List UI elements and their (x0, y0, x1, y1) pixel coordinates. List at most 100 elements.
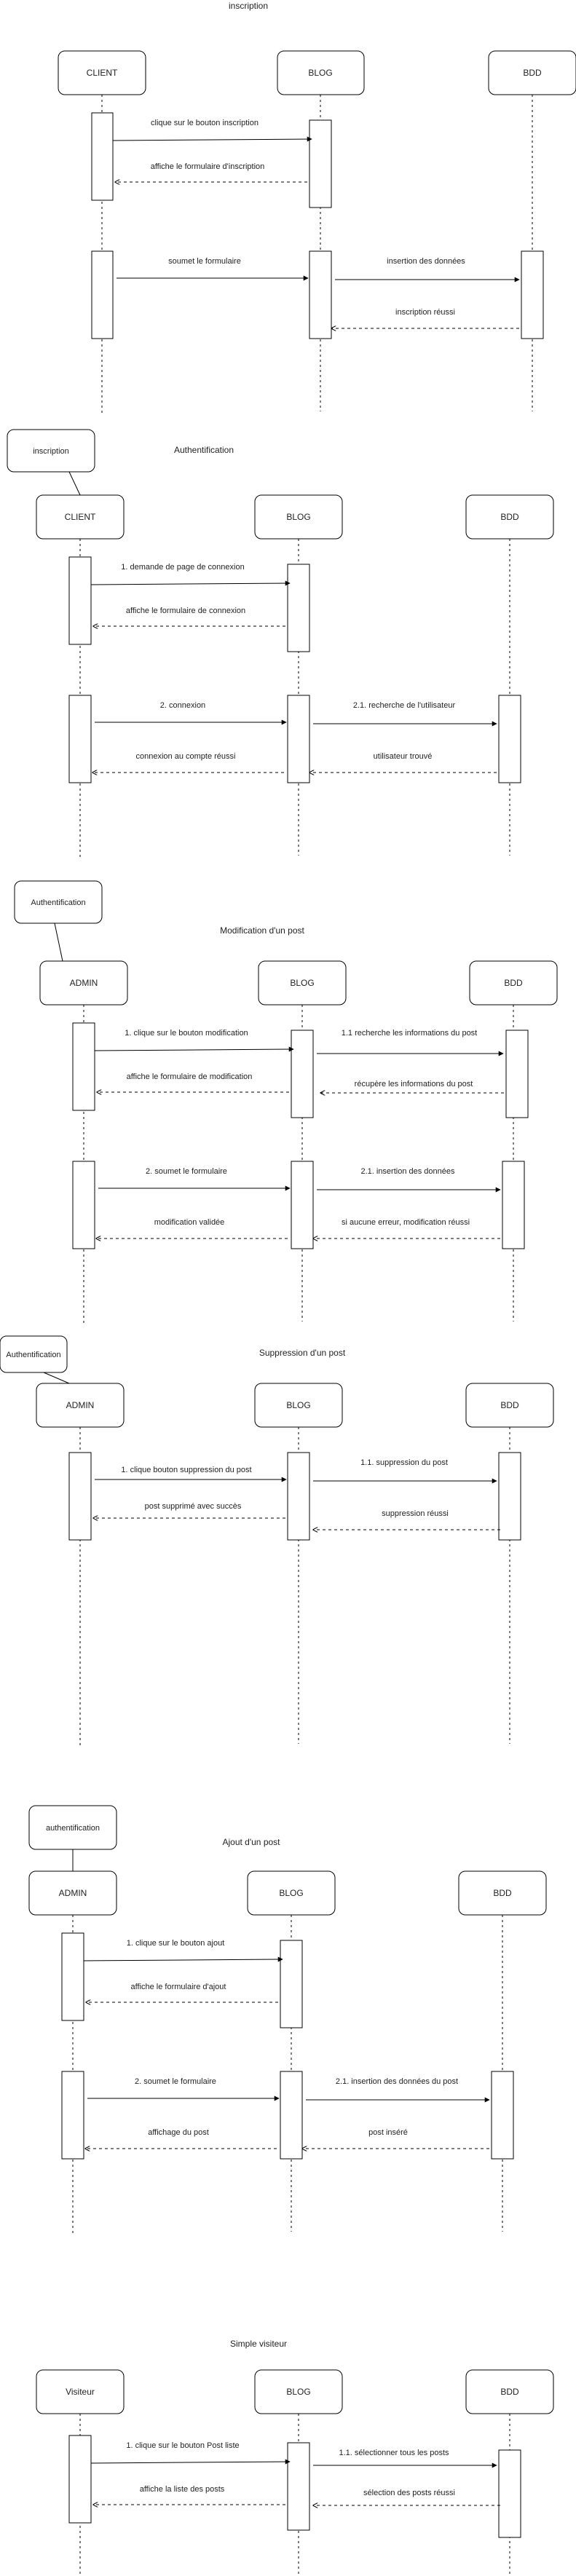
lifeline-client: CLIENT (58, 50, 146, 415)
message-label: modification validée (154, 1218, 225, 1227)
message-label: récupère les informations du post (355, 1080, 473, 1089)
activation-bar (291, 1161, 314, 1249)
message-label: 1. clique sur le bouton ajout (127, 1939, 225, 1948)
message-label: affiche la liste des posts (140, 2485, 225, 2494)
message-label: post supprimé avec succès (145, 1502, 242, 1511)
participant-label: BLOG (279, 1888, 303, 1898)
message-call: 1. clique bouton suppression du post (95, 1466, 287, 1482)
note-label: Authentification (6, 1351, 60, 1359)
activation-bar (521, 250, 544, 339)
message-label: clique sur le bouton inscription (151, 119, 259, 127)
activation-bar (505, 1030, 529, 1118)
diagram-title: Simple visiteur (230, 2339, 287, 2349)
message-return: connexion au compte réussi (92, 752, 284, 773)
message-label: 1. clique sur le bouton modification (125, 1029, 248, 1038)
lifeline-blog: BLOG (254, 2369, 343, 2576)
participant-label: BLOG (286, 2387, 310, 2397)
activation-bar (287, 2442, 310, 2531)
message-label: affiche le formulaire de connexion (126, 607, 245, 615)
lifeline-admin: ADMIN (36, 1383, 125, 1747)
activation-bar (68, 556, 92, 645)
message-label: 2.1. recherche de l'utilisateur (353, 701, 456, 710)
message-label: affichage du post (148, 2128, 209, 2137)
activation-bar (291, 1030, 314, 1118)
reference-note: authentification (28, 1805, 117, 1871)
participant-label: BLOG (286, 512, 310, 522)
lifeline-client: CLIENT (36, 494, 125, 859)
message-call: 2. soumet le formulaire (98, 1167, 291, 1191)
message-label: 2. connexion (160, 701, 205, 710)
note-label: authentification (46, 1824, 100, 1833)
activation-bar (287, 1452, 310, 1541)
participant-label: BLOG (290, 978, 314, 988)
lifeline-blog: BLOG (258, 960, 347, 1321)
diagram-authentification: inscription Authentification CLIENT BLOG… (7, 429, 554, 859)
message-call: 1. clique sur le bouton Post liste (90, 2441, 291, 2465)
lifeline-blog: BLOG (277, 50, 365, 411)
message-return: affiche la liste des posts (93, 2485, 285, 2505)
message-arrow (90, 2459, 291, 2465)
activation-bar (68, 1452, 92, 1541)
activation-bar (91, 250, 114, 339)
diagram-title: Ajout d'un post (222, 1837, 280, 1847)
message-return: affiche le formulaire d'ajout (86, 1983, 278, 2002)
message-label: affiche le formulaire de modification (127, 1072, 253, 1081)
message-label: connexion au compte réussi (136, 752, 236, 761)
note-box (0, 1335, 68, 1373)
message-return: sélection des posts réussi (313, 2489, 500, 2505)
lifeline-blog: BLOG (254, 1383, 343, 1744)
lifeline-visiteur: Visiteur (36, 2369, 125, 2576)
message-label: sélection des posts réussi (363, 2489, 455, 2497)
message-arrow (94, 1046, 294, 1052)
message-call: 2.1. recherche de l'utilisateur (313, 701, 497, 727)
message-call: insertion des données (335, 257, 520, 283)
participant-label: CLIENT (65, 512, 96, 522)
participant-label: BLOG (308, 68, 332, 78)
lifeline-bdd: BDD (469, 960, 558, 1321)
message-arrow (112, 136, 312, 142)
message-call: 1. clique sur le bouton modification (94, 1029, 294, 1052)
message-label: suppression réussi (382, 1509, 449, 1518)
message-call: 1.1 recherche les informations du post (317, 1029, 504, 1056)
note-connector (68, 471, 81, 496)
message-call: 2.1. insertion des données (317, 1167, 501, 1193)
message-arrow (90, 580, 291, 586)
activation-bar (61, 1932, 84, 2021)
participant-label: BDD (504, 978, 523, 988)
note-label: inscription (33, 447, 69, 456)
reference-note: Authentification (0, 1335, 70, 1384)
lifeline-bdd: BDD (465, 494, 554, 856)
activation-bar (68, 2435, 92, 2524)
lifeline-admin: ADMIN (39, 960, 128, 1325)
activation-bar (491, 2071, 514, 2160)
participant-label: BDD (493, 1888, 512, 1898)
lifeline-bdd: BDD (488, 50, 576, 411)
message-label: 2.1. insertion des données (360, 1167, 455, 1176)
activation-bar (498, 1452, 521, 1541)
lifeline-bdd: BDD (458, 1870, 547, 2232)
message-call: 2. connexion (95, 701, 287, 725)
activation-bar (498, 2449, 521, 2538)
message-label: 1.1 recherche les informations du post (342, 1029, 478, 1038)
message-label: 1. clique bouton suppression du post (121, 1466, 251, 1474)
message-label: 2. soumet le formulaire (135, 2077, 216, 2086)
message-return: suppression réussi (313, 1509, 500, 1530)
activation-bar (280, 1940, 303, 2028)
diagram-modification: Authentification Modification d'un post … (14, 880, 558, 1325)
message-return: affichage du post (85, 2128, 277, 2149)
activation-bar (309, 119, 332, 208)
message-call: 1. demande de page de connexion (90, 563, 291, 586)
message-label: si aucune erreur, modification réussi (342, 1218, 470, 1227)
participant-label: Visiteur (66, 2387, 95, 2397)
diagram-title: Suppression d'un post (259, 1348, 346, 1358)
message-return: modification validée (96, 1218, 288, 1238)
message-call: 1.1. sélectionner tous les posts (313, 2449, 497, 2468)
activation-bar (61, 2071, 84, 2160)
note-box (7, 429, 95, 473)
participant-label: ADMIN (59, 1888, 87, 1898)
message-label: inscription réussi (395, 308, 455, 317)
message-label: 1. clique sur le bouton Post liste (126, 2441, 239, 2450)
message-label: 2.1. insertion des données du post (336, 2077, 458, 2086)
diagram-ajout: authentification Ajout d'un post ADMIN B… (28, 1805, 547, 2235)
message-arrow (83, 1956, 283, 1962)
